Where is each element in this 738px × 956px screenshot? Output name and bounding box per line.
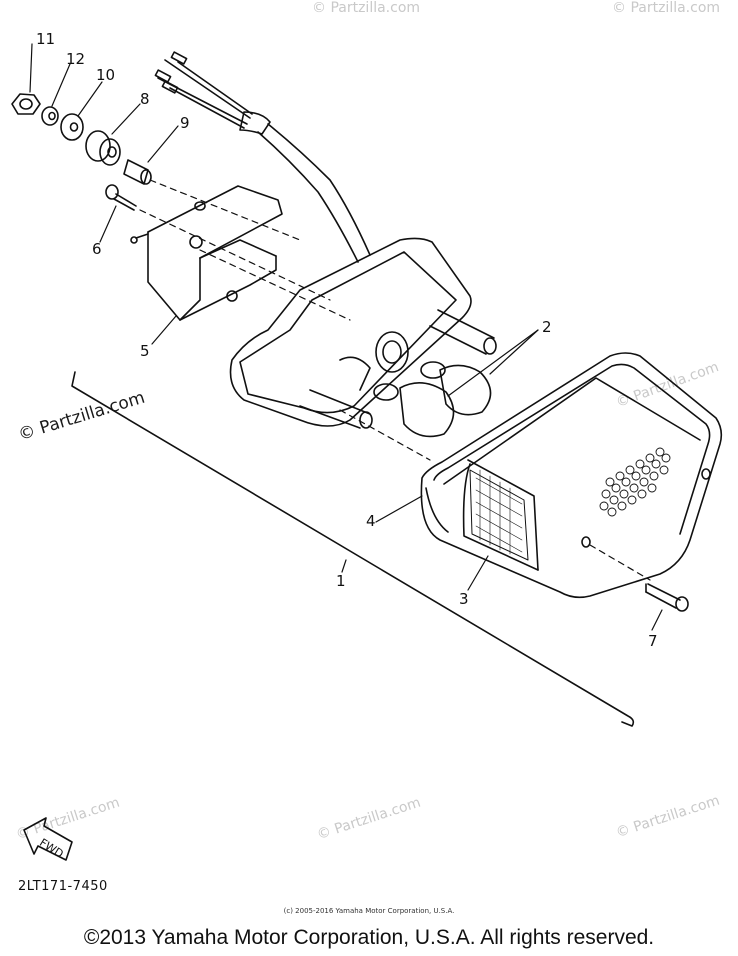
leader-lines [29,43,663,631]
gasket-4 [425,487,449,533]
callout-10: 10 [96,66,116,84]
callout-7: 7 [648,632,658,650]
washer-12 [41,106,59,126]
screw-6 [105,184,137,211]
watermark: © Partzilla.com [312,0,421,16]
bulbs-2 [373,361,492,438]
tail-lamp-lens [420,352,723,599]
callout-6: 6 [92,240,102,258]
diagram-code: 2LT171-7450 [18,879,108,894]
callout-3: 3 [459,590,469,608]
callout-11: 11 [36,30,56,48]
lamp-base-housing [229,237,497,429]
assembly-bracket-line [71,371,635,727]
callout-5: 5 [140,342,150,360]
screw-7 [645,583,689,612]
callout-8: 8 [140,90,150,108]
copyright-notice: ©2013 Yamaha Motor Corporation, U.S.A. A… [83,926,655,949]
fwd-arrow-icon [23,817,73,861]
collar-9 [123,159,152,185]
callout-9: 9 [180,114,190,132]
nut-11 [11,93,41,115]
small-copyright: (c) 2005-2016 Yamaha Motor Corporation, … [283,907,455,915]
callout-2: 2 [542,318,552,336]
callout-1: 1 [336,572,346,590]
wire-harness [154,51,371,263]
watermark: © Partzilla.com [612,0,721,16]
bracket-5 [130,185,283,321]
washer-10 [60,113,84,141]
callout-12: 12 [66,50,86,68]
assembly-dashed-lines [139,179,651,581]
callout-4: 4 [366,512,376,530]
grommet-8 [85,130,121,166]
